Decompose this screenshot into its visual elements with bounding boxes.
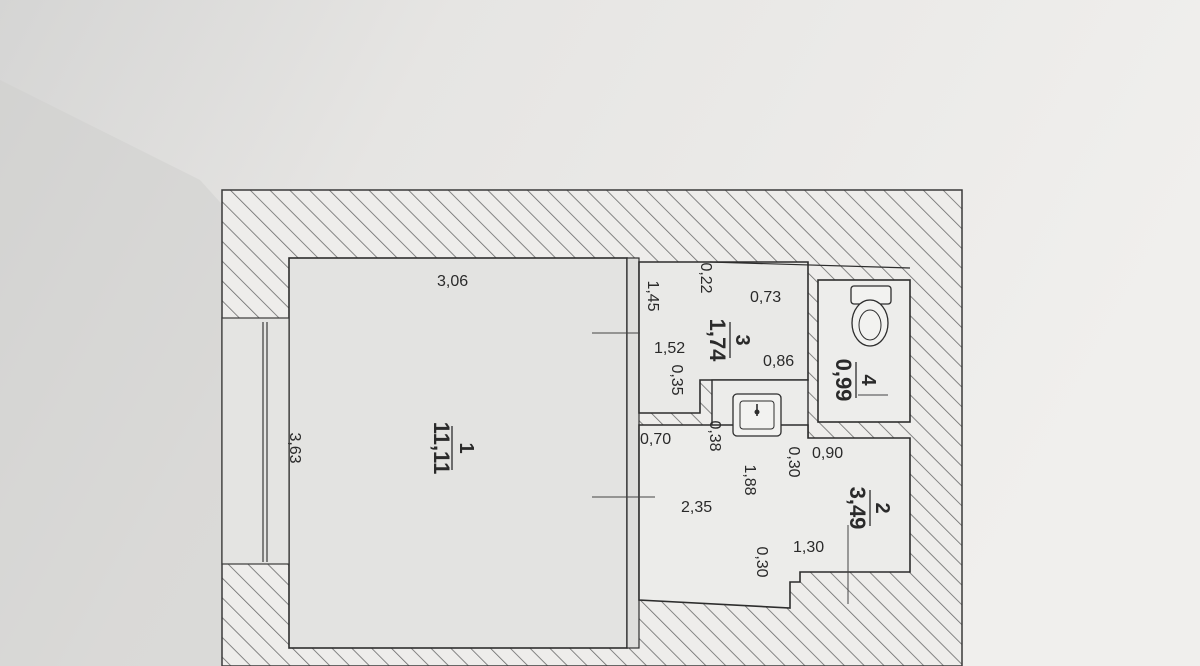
dim-room3-b: 0,22: [697, 262, 714, 293]
room-2-number: 2: [871, 502, 893, 513]
dim-room3-a: 1,45: [644, 280, 661, 311]
dim-room3-c: 0,73: [750, 289, 781, 306]
dim-room2-h: 0,30: [753, 546, 770, 577]
dim-room2-a: 0,70: [640, 431, 671, 448]
dim-room2-d: 0,90: [812, 445, 843, 462]
room-1-area: 11,11: [429, 422, 454, 475]
room-1-number: 1: [455, 442, 477, 453]
window: [221, 317, 290, 565]
dim-room3-f: 0,35: [668, 364, 685, 395]
room-4-area: 0,99: [831, 359, 856, 402]
room-4-number: 4: [857, 374, 879, 386]
room-3-area: 1,74: [705, 319, 730, 363]
room-3: [638, 261, 809, 414]
dim-room1-width: 3,06: [437, 273, 468, 290]
dim-room2-b: 0,38: [706, 420, 723, 451]
room-3-number: 3: [731, 334, 753, 345]
dim-room2-f: 2,35: [681, 499, 712, 516]
dim-room2-e: 1,88: [741, 464, 758, 495]
dim-room1-length: 3,63: [286, 432, 303, 463]
sink-icon: [732, 393, 782, 437]
partition-wall: [626, 257, 640, 649]
dim-room3-d: 1,52: [654, 340, 685, 357]
room-2-area: 3,49: [845, 487, 870, 530]
dim-room3-e: 0,86: [763, 353, 794, 370]
wall-line: [709, 261, 911, 269]
toilet-icon: [850, 285, 892, 347]
room-2: [638, 424, 911, 609]
dim-room2-g: 1,30: [793, 539, 824, 556]
room-1: [288, 257, 628, 649]
dim-room2-c: 0,30: [785, 446, 802, 477]
